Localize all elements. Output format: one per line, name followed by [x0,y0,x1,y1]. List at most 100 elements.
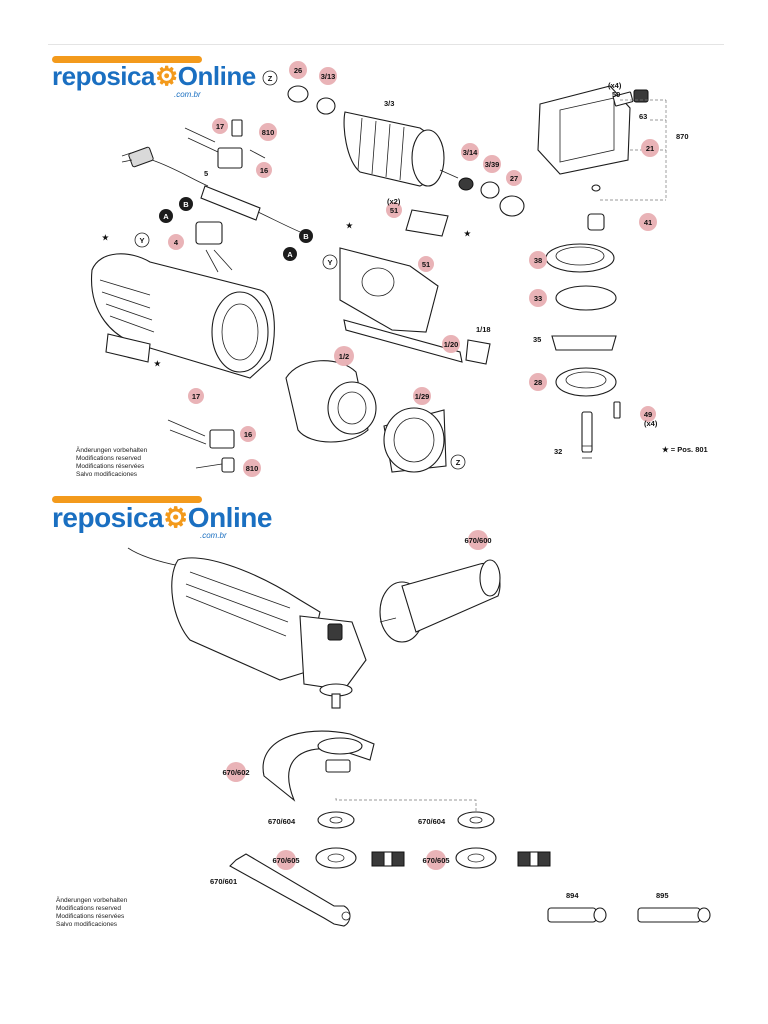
callout-26: 26 [289,61,307,79]
svg-text:21: 21 [646,144,654,153]
callout-51b: 51 [418,256,434,272]
callouts-diagram2: 670/600 670/602 670/605 670/605 [222,530,492,870]
switch-parts-upper [184,119,266,273]
label-y2: Y [139,236,144,245]
armature [287,85,525,217]
top-rule [48,44,724,45]
svg-text:3/13: 3/13 [321,72,336,81]
label-670-604: 670/604 [268,817,296,826]
callout-21: 21 [641,139,659,157]
spanner-wrench [229,853,351,927]
svg-text:51: 51 [390,206,398,215]
brand-domain: .com.br [174,90,201,99]
callout-17: 17 [212,118,228,134]
label-z2: Z [456,458,461,467]
svg-text:Modifications réservées: Modifications réservées [56,913,125,920]
callout-3-14: 3/14 [461,143,479,161]
label-670-604b: 670/604 [418,817,446,826]
callout-41: 41 [639,213,657,231]
callout-4: 4 [168,234,184,250]
svg-text:1/29: 1/29 [415,392,430,401]
callout-1-29: 1/29 [413,387,431,405]
wheel-guard [262,730,375,802]
brand-suffix: nline [197,61,257,91]
label-3-3: 3/3 [384,99,394,108]
callout-670-602: 670/602 [222,768,249,777]
svg-text:Modifications réservées: Modifications réservées [76,463,145,470]
label-63: 63 [639,112,647,121]
svg-text:Salvo modificaciones: Salvo modificaciones [56,921,118,928]
callout-670-605: 670/605 [272,856,299,865]
label-b: B [183,200,189,209]
label-x2: (x2) [387,197,401,206]
brand-prefix: reposica [52,502,164,533]
label-894: 894 [566,891,579,900]
callout-51: 51 [386,202,402,218]
callout-28: 28 [529,373,547,391]
label-895: 895 [656,891,669,900]
callout-16b: 16 [240,426,256,442]
callout-33: 33 [529,289,547,307]
labels-diagram2: 670/604 670/604 670/601 894 895 [210,817,669,900]
svg-text:28: 28 [534,378,542,387]
svg-text:3/39: 3/39 [485,160,500,169]
callout-810b: 810 [243,459,261,477]
label-32: 32 [554,447,562,456]
label-y: Y [327,258,332,267]
label-a: A [163,212,169,221]
callout-810: 810 [259,123,277,141]
callout-3-13: 3/13 [319,67,337,85]
power-cord [121,146,306,235]
callout-670-600: 670/600 [464,536,491,545]
label-50: 50 [612,90,620,99]
brand-o: O [187,502,210,533]
svg-text:★: ★ [154,359,162,368]
labels-diagram1: Z 3/3 (x4) 50 63 870 (x2) Y 1/18 1/20 35… [102,70,689,470]
callouts-diagram1: 26 3/13 17 810 16 51 51 21 41 38 33 28 4… [168,61,659,477]
svg-text:33: 33 [534,294,542,303]
brand-o: O [177,61,198,91]
callout-17b: 17 [188,388,204,404]
callout-3-39: 3/39 [483,155,501,173]
notes-diagram1: Änderungen vorbehalten Modifications res… [76,446,148,478]
svg-text:49: 49 [644,410,652,419]
label-x4b: (x4) [644,419,658,428]
air-guide-ring [383,407,447,473]
svg-text:26: 26 [294,66,302,75]
label-1-20: 1/20 [444,340,459,349]
label-870: 870 [676,132,689,141]
svg-text:Änderungen vorbehalten: Änderungen vorbehalten [76,446,148,454]
legend-pos: ★ = Pos. 801 [662,445,708,454]
switch-parts-lower [167,419,235,473]
label-5: 5 [204,169,208,178]
carbon-brushes [547,907,711,923]
brand-logo-bottom: reposica⚙Online .com.br [52,496,272,540]
svg-text:51: 51 [422,260,430,269]
label-1-18: 1/18 [476,325,491,334]
label-a2: A [287,250,293,259]
label-z: Z [268,74,273,83]
svg-text:4: 4 [174,238,179,247]
callout-49: 49 [640,406,656,422]
notes-diagram2: Änderungen vorbehalten Modifications res… [56,896,128,928]
svg-text:17: 17 [216,122,224,131]
brand-prefix: reposica [52,61,155,91]
label-x4: (x4) [608,81,622,90]
svg-text:★: ★ [102,233,110,242]
svg-text:Änderungen vorbehalten: Änderungen vorbehalten [56,896,128,904]
svg-text:27: 27 [510,174,518,183]
gear-icon: ⚙ [154,61,178,91]
svg-text:41: 41 [644,218,652,227]
callout-1-2: 1/2 [334,346,354,366]
callout-16: 16 [256,162,272,178]
angle-grinder [127,547,367,709]
brand-domain: .com.br [200,531,227,540]
svg-text:Salvo modificaciones: Salvo modificaciones [76,471,138,478]
svg-text:810: 810 [246,464,259,473]
svg-text:Modifications reserved: Modifications reserved [76,455,141,462]
label-35: 35 [533,335,541,344]
brand-suffix: nline [209,502,272,533]
label-b2: B [303,232,309,241]
callout-670-605b: 670/605 [422,856,449,865]
